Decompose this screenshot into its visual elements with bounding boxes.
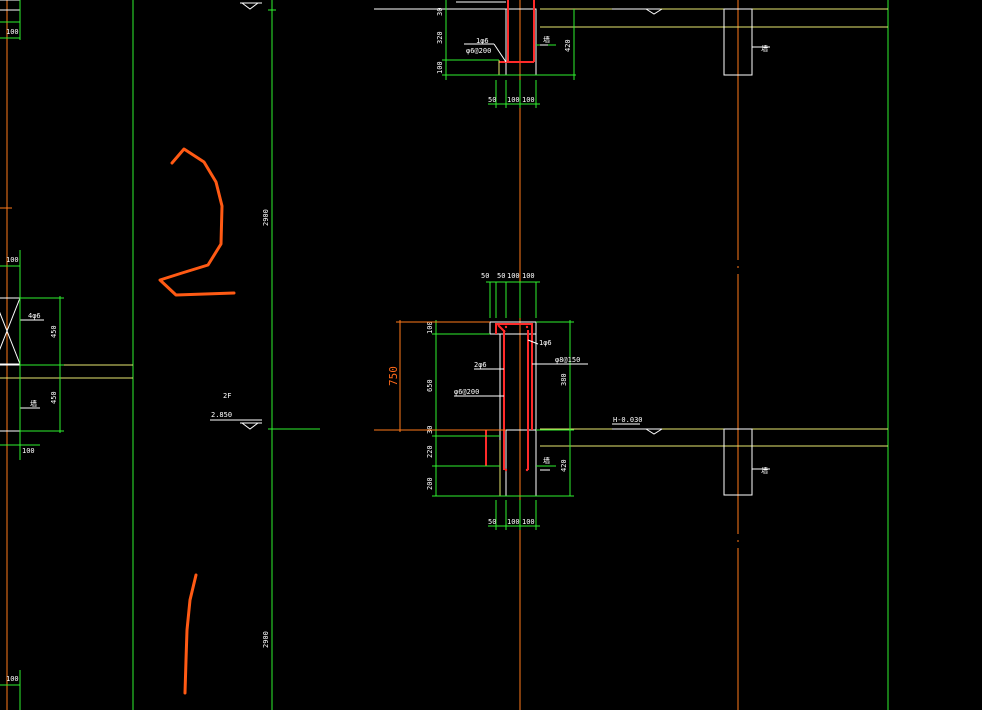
dim-row-top-1: 50 [481, 272, 489, 280]
dim-320: 320 [436, 31, 444, 44]
dim-100-top-c: 100 [522, 96, 535, 104]
dim-row-bot-2: 100 [507, 518, 520, 526]
dim-380: 380 [560, 373, 568, 386]
elevation-h-mid: H-0.030 [613, 416, 643, 424]
mark-b-top: 墙 [761, 44, 768, 53]
dim-30-top: 30 [436, 8, 444, 16]
dim-100-left-d: 100 [6, 675, 19, 683]
dim-420-top: 420 [564, 39, 572, 52]
dim-450-a: 450 [50, 325, 58, 338]
rebar-phi8-150: φ8@150 [555, 356, 580, 364]
markup-annotations [158, 147, 236, 695]
mark-b-left: 墙 [30, 399, 37, 408]
dim-220: 220 [426, 445, 434, 458]
wall-column-mid: 墙 [723, 428, 770, 496]
rebar-4phi6: 4φ6 [28, 312, 41, 320]
level-marker-2f: 2F 2.850 [210, 392, 262, 430]
floor-label-2f: 2F [223, 392, 231, 400]
dim-row-top-2: 50 [497, 272, 505, 280]
dim-100-left-c: 100 [22, 447, 35, 455]
section-detail-top: 320 100 30 420 1φ6 φ6@200 墙 50 100 100 [240, 0, 663, 108]
dim-2900-upper: 2900 [262, 209, 270, 226]
dim-100-top-a: 100 [436, 61, 444, 74]
dim-100-left-b: 100 [6, 256, 19, 264]
dim-row-bot-3: 100 [522, 518, 535, 526]
rebar-2phi6: 2φ6 [474, 361, 487, 369]
dim-50-top: 50 [488, 96, 496, 104]
axis-lines [6, 0, 739, 710]
rebar-1phi6: 1φ6 [476, 37, 489, 45]
dim-200: 200 [426, 477, 434, 490]
mark-b-sec-mid: 墙 [543, 456, 550, 465]
dim-420-mid: 420 [560, 459, 568, 472]
section-detail-mid: 50 50 100 100 100 650 30 220 200 [374, 272, 663, 530]
dim-750: 750 [387, 366, 400, 386]
dim-row-bot-1: 50 [488, 518, 496, 526]
dim-2900-lower: 2900 [262, 631, 270, 648]
elevation-2850: 2.850 [211, 411, 232, 419]
dim-450-b: 450 [50, 391, 58, 404]
floor-lines [0, 8, 888, 447]
dim-650: 650 [426, 379, 434, 392]
mark-b-mid: 墙 [761, 466, 768, 475]
wall-column-top: 墙 [723, 8, 770, 76]
rebar-phi6-200-top: φ6@200 [466, 47, 491, 55]
section-detail-left: 100 100 450 450 4φ6 墙 100 100 [0, 0, 64, 710]
dim-100-top-b: 100 [507, 96, 520, 104]
green-guide-lines [132, 0, 889, 710]
dim-row-top-3: 100 [507, 272, 520, 280]
dim-100-mid-a: 100 [426, 321, 434, 334]
rebar-phi6-200-mid: φ6@200 [454, 388, 479, 396]
dim-row-top-4: 100 [522, 272, 535, 280]
rebar-phi6-right: 1φ6 [539, 339, 552, 347]
dim-100-left-a: 100 [6, 28, 19, 36]
mark-b-sec-top: 墙 [543, 35, 550, 44]
